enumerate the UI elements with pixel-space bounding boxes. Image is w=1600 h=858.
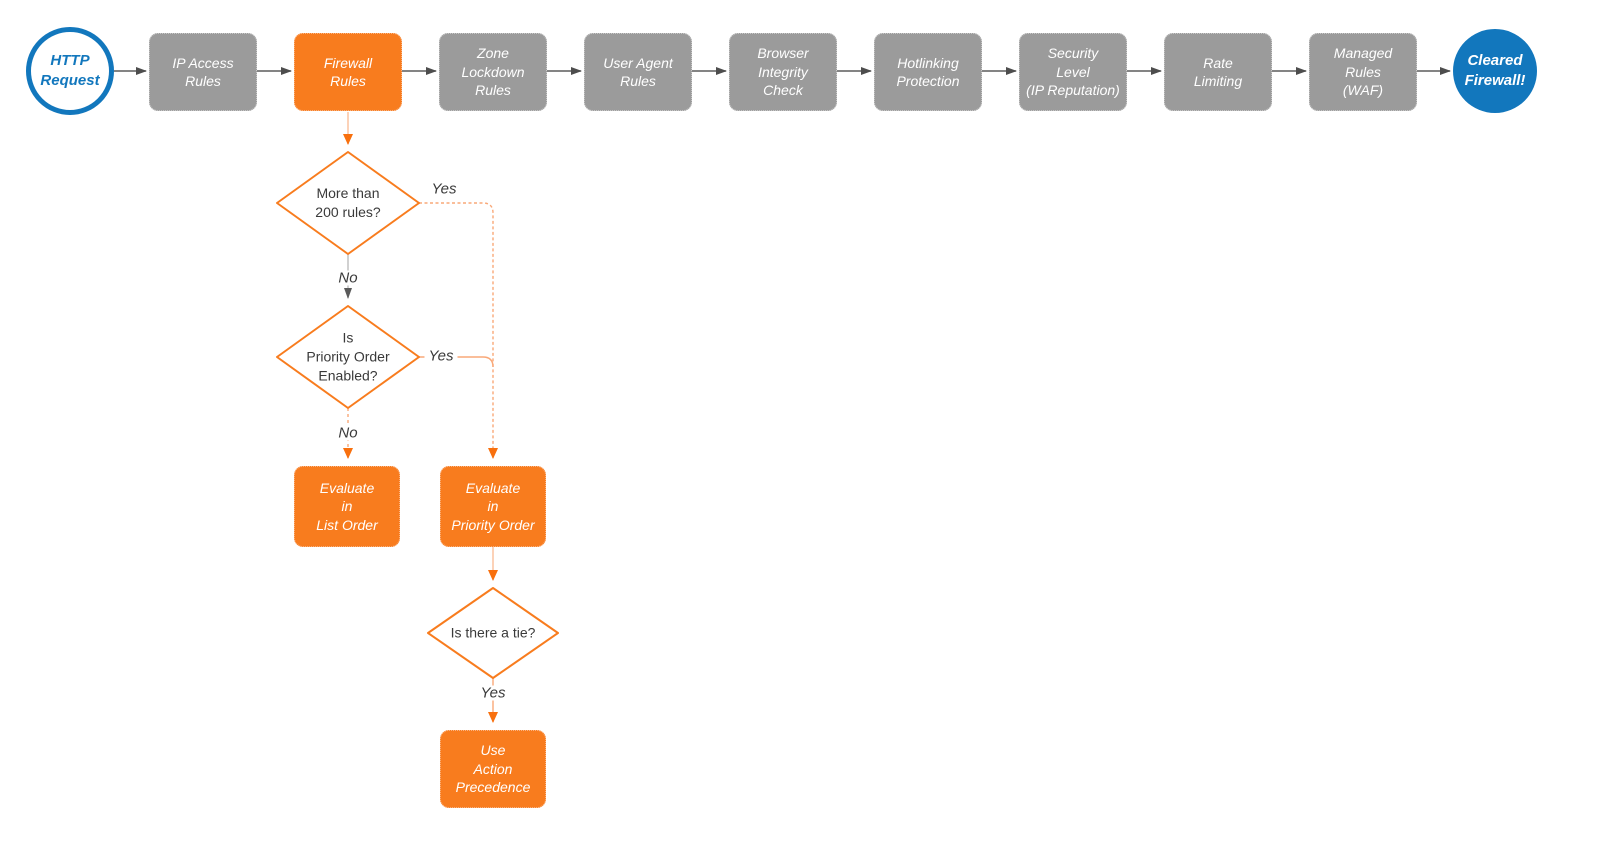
process-browser-integrity-check: Browser Integrity Check (729, 33, 837, 111)
start-node-http-request: HTTP Request (26, 27, 114, 115)
decision-priority-order-enabled-shape (276, 305, 420, 409)
edge-label-no-decision2: No (334, 425, 362, 441)
action-evaluate-in-list-order: Evaluate in List Order (294, 466, 400, 547)
process-hotlinking-protection: Hotlinking Protection (874, 33, 982, 111)
decision-more-than-200-rules-label: More than 200 rules? (315, 185, 381, 220)
decision-priority-order-enabled-label: Is Priority Order Enabled? (306, 329, 390, 384)
process-firewall-rules: Firewall Rules (294, 33, 402, 111)
edge-label-yes-decision1: Yes (427, 181, 461, 197)
action-evaluate-in-priority-order: Evaluate in Priority Order (440, 466, 546, 547)
decision-is-there-a-tie-label: Is there a tie? (450, 624, 536, 641)
process-managed-rules-waf: Managed Rules (WAF) (1309, 33, 1417, 111)
process-rate-limiting: Rate Limiting (1164, 33, 1272, 111)
edge-label-yes-decision3: Yes (476, 685, 510, 701)
end-node-cleared-firewall: Cleared Firewall! (1453, 29, 1537, 113)
decision-more-than-200-rules-shape (276, 151, 420, 255)
edge-label-yes-decision2: Yes (424, 348, 458, 364)
connector-decision1-yes-to-priority-order (419, 202, 498, 459)
process-ip-access-rules: IP Access Rules (149, 33, 257, 111)
process-user-agent-rules: User Agent Rules (584, 33, 692, 111)
edge-label-no-decision1: No (334, 270, 362, 286)
connector-decision2-yes-merge (419, 356, 494, 368)
decision-is-there-a-tie-shape (427, 587, 559, 679)
process-security-level: Security Level (IP Reputation) (1019, 33, 1127, 111)
action-use-action-precedence: Use Action Precedence (440, 730, 546, 808)
process-zone-lockdown-rules: Zone Lockdown Rules (439, 33, 547, 111)
